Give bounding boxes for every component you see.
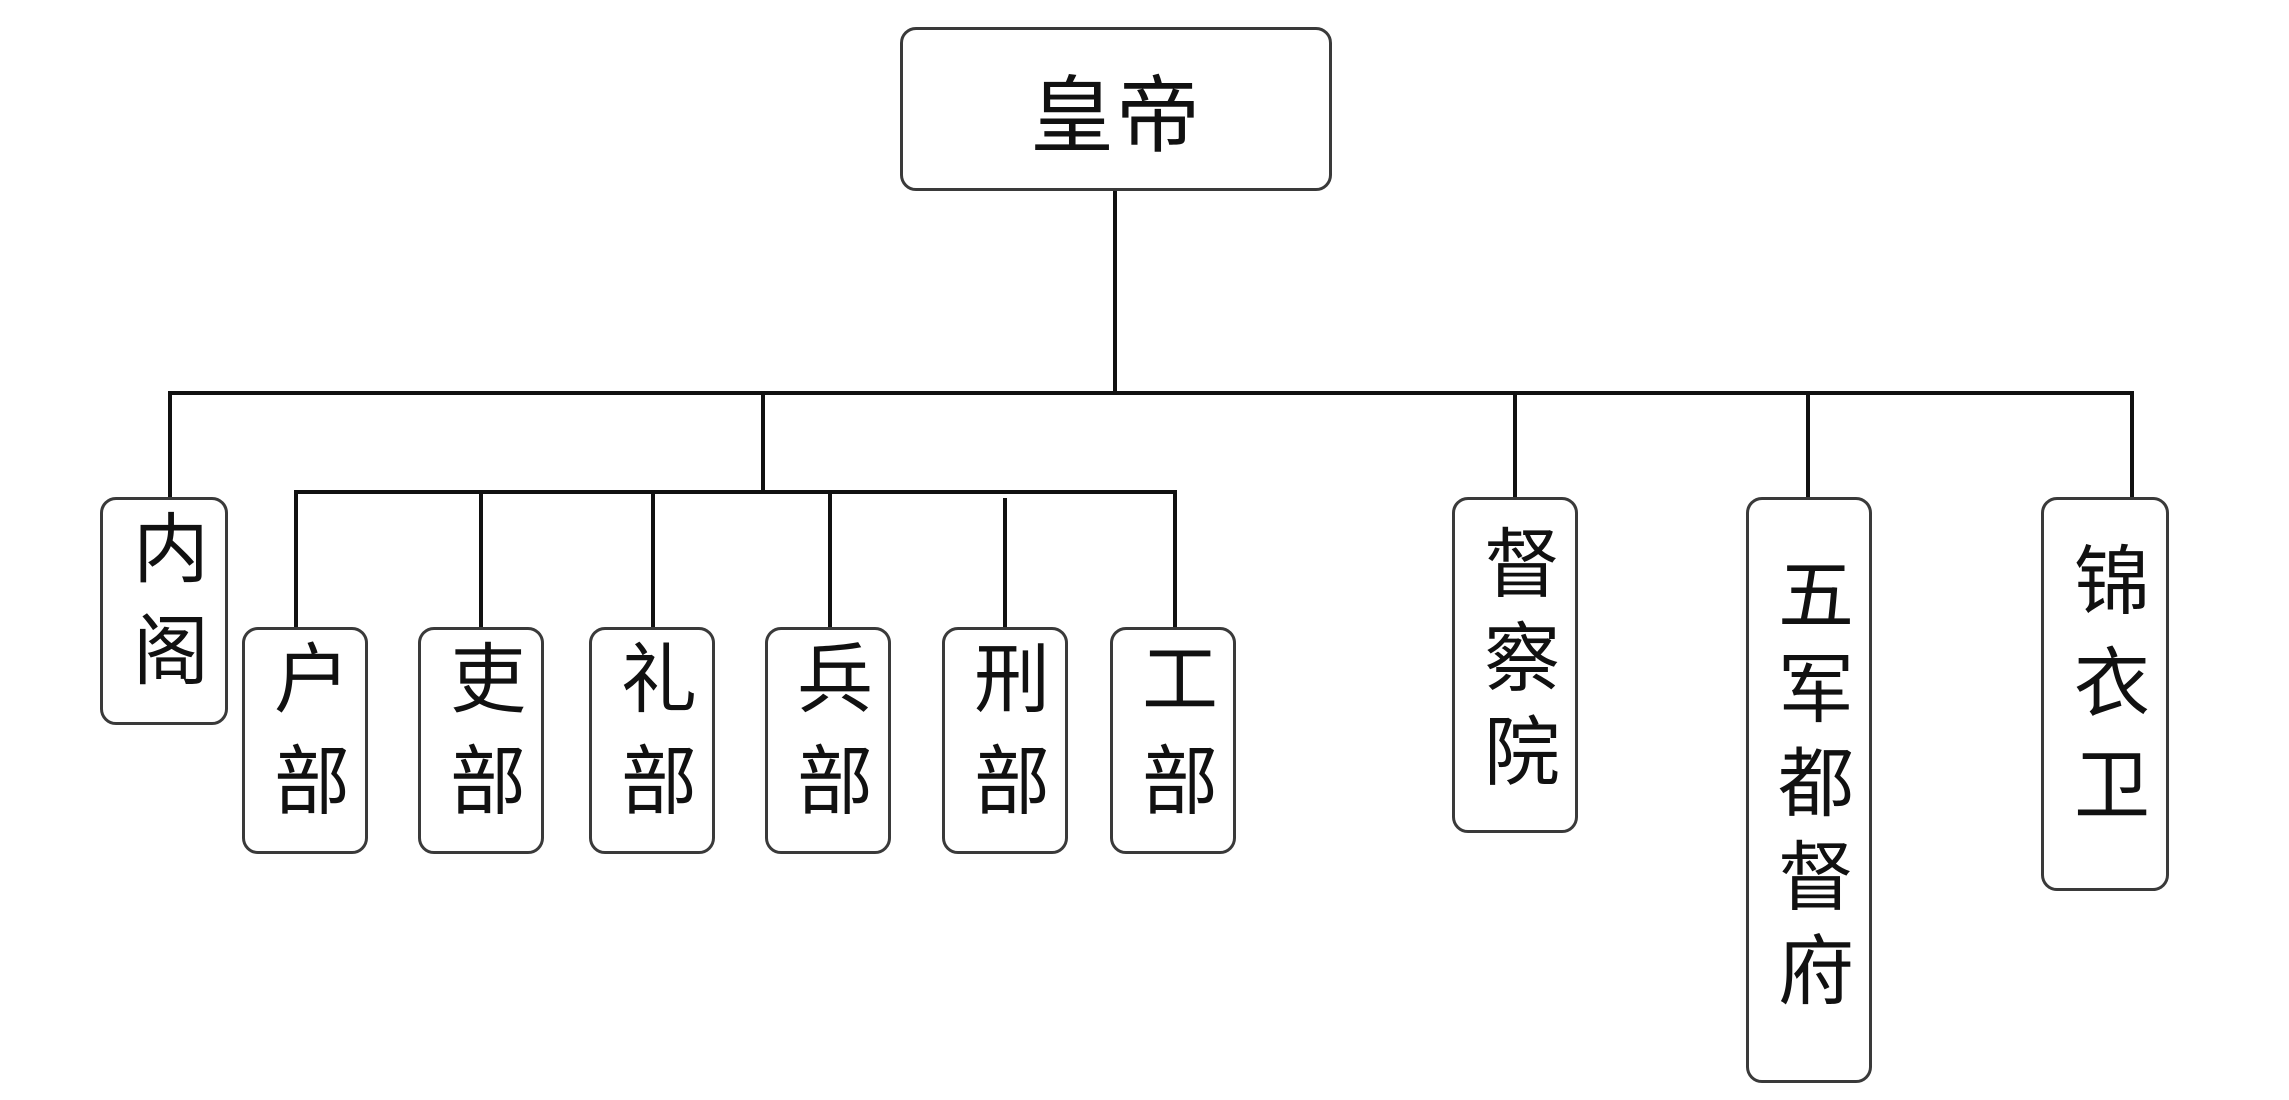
bing-bu-label: 兵部: [784, 638, 873, 843]
bing-bu-node: 兵部: [765, 627, 891, 854]
hu-bu-node: 户部: [242, 627, 368, 854]
neige-label: 内阁: [120, 509, 209, 713]
wujun-dudufu-node: 五军都督府: [1746, 497, 1872, 1083]
jinyiwei-label: 锦衣卫: [2061, 541, 2150, 847]
emperor-node: 皇帝: [900, 27, 1332, 191]
emperor-label: 皇帝: [1029, 66, 1202, 165]
hu-bu-label: 户部: [261, 638, 350, 843]
gong-bu-label: 工部: [1129, 638, 1218, 843]
neige-node: 内阁: [100, 497, 228, 725]
li-bu-rites-label: 礼部: [608, 638, 697, 843]
duchayuan-node: 督察院: [1452, 497, 1578, 833]
gong-bu-node: 工部: [1110, 627, 1236, 854]
li-bu-personnel-label: 吏部: [437, 638, 526, 843]
li-bu-rites-node: 礼部: [589, 627, 715, 854]
xing-bu-label: 刑部: [961, 638, 1050, 843]
duchayuan-label: 督察院: [1471, 524, 1560, 806]
jinyiwei-node: 锦衣卫: [2041, 497, 2169, 891]
xing-bu-node: 刑部: [942, 627, 1068, 854]
li-bu-personnel-node: 吏部: [418, 627, 544, 854]
wujun-dudufu-label: 五军都督府: [1765, 555, 1854, 1025]
